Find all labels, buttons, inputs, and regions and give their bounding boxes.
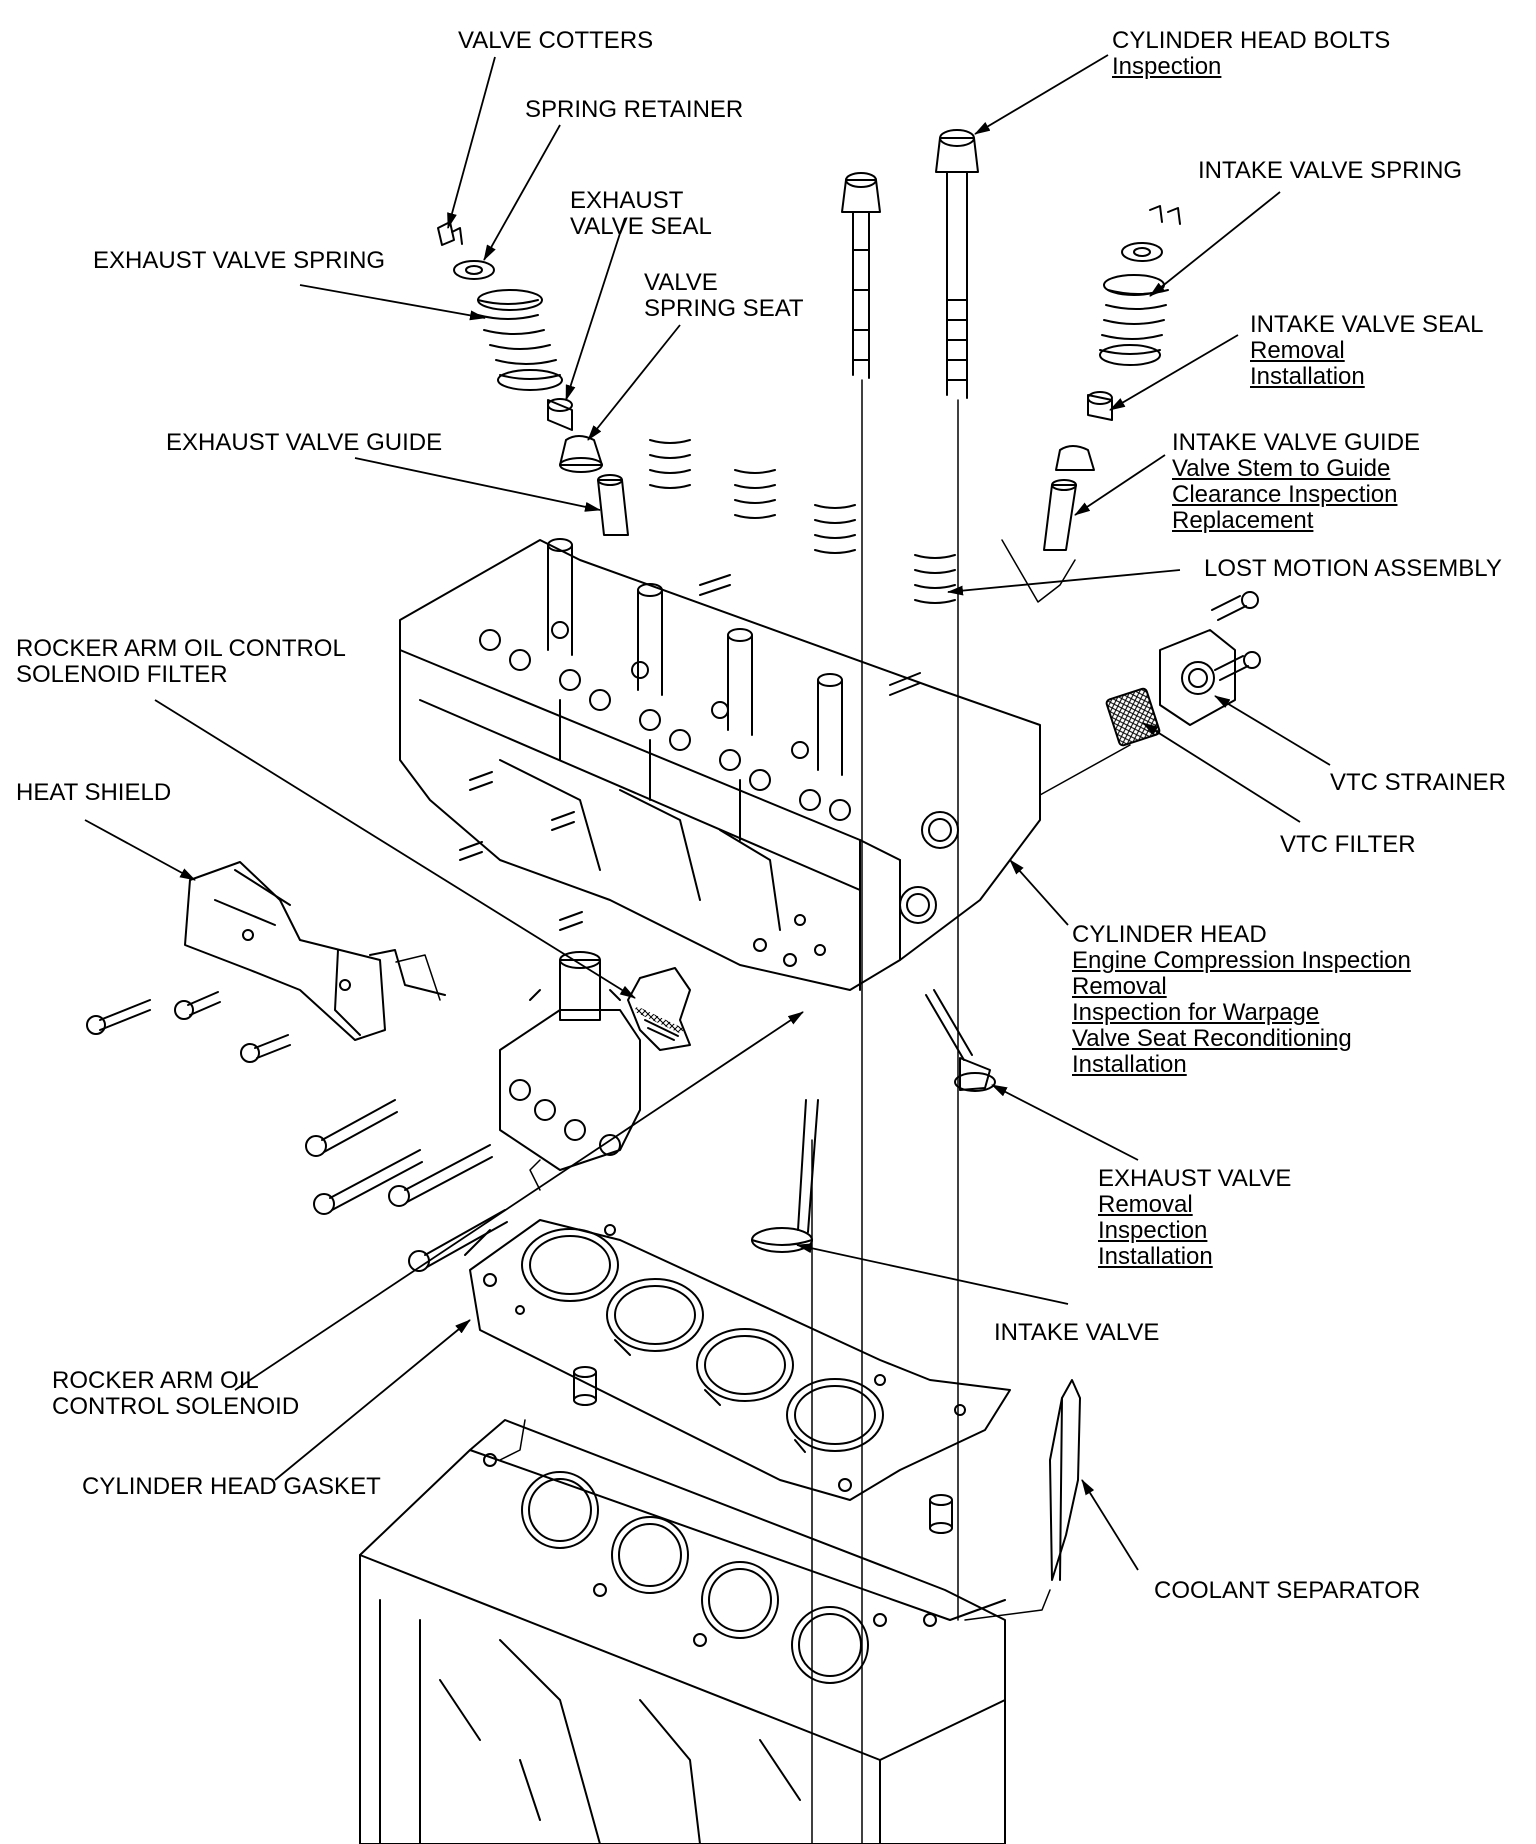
label-title: CYLINDER HEAD BOLTS: [1112, 27, 1391, 54]
label-title: VALVE COTTERS: [458, 27, 654, 54]
link-valve-stem-to-guide[interactable]: Valve Stem to Guide: [1172, 455, 1391, 482]
link-exhaust-valve-removal[interactable]: Removal: [1098, 1191, 1193, 1218]
rocker-arm-oil-control-solenoid: [499, 951, 641, 1171]
exhaust-valve-parts: [437, 221, 956, 604]
label-title: HEAT SHIELD: [16, 779, 172, 806]
alignment-lines: [811, 379, 959, 1844]
label-title: LOST MOTION ASSEMBLY: [1204, 555, 1502, 582]
label-line-2: SOLENOID FILTER: [16, 661, 228, 688]
label-cylinder-head: CYLINDER HEAD Engine Compression Inspect…: [1072, 922, 1411, 1078]
label-heat-shield: HEAT SHIELD: [16, 780, 171, 806]
link-cylinder-head-removal[interactable]: Removal: [1072, 973, 1167, 1000]
link-inspection-for-warpage[interactable]: Inspection for Warpage: [1072, 999, 1320, 1026]
label-title: EXHAUST VALVE: [1098, 1165, 1292, 1192]
cylinder-head-body: [399, 538, 1041, 991]
label-lost-motion-assembly: LOST MOTION ASSEMBLY: [1204, 556, 1502, 582]
label-exhaust-valve-guide: EXHAUST VALVE GUIDE: [166, 430, 442, 456]
label-line-1: ROCKER ARM OIL: [52, 1367, 259, 1394]
coolant-separator: [1049, 1379, 1081, 1581]
label-cylinder-head-gasket: CYLINDER HEAD GASKET: [82, 1474, 381, 1500]
link-intake-valve-seal-installation[interactable]: Installation: [1250, 363, 1365, 390]
label-intake-valve-seal: INTAKE VALVE SEAL Removal Installation: [1250, 312, 1483, 390]
label-line-2: CONTROL SOLENOID: [52, 1393, 300, 1420]
label-coolant-separator: COOLANT SEPARATOR: [1154, 1578, 1420, 1604]
link-intake-valve-seal-removal[interactable]: Removal: [1250, 337, 1345, 364]
heat-shield: [184, 861, 446, 1041]
callout-arrows: [84, 54, 1331, 1571]
label-rocker-arm-oil-control-solenoid: ROCKER ARM OIL CONTROL SOLENOID: [52, 1368, 299, 1420]
label-title: SPRING RETAINER: [525, 96, 744, 123]
label-intake-valve-spring: INTAKE VALVE SPRING: [1198, 158, 1462, 184]
label-exhaust-valve-seal: EXHAUST VALVE SEAL: [570, 188, 712, 240]
link-intake-valve-guide-replacement[interactable]: Replacement: [1172, 507, 1314, 534]
link-exhaust-valve-installation[interactable]: Installation: [1098, 1243, 1213, 1270]
heat-shield-bolts: [86, 991, 291, 1063]
label-spring-retainer: SPRING RETAINER: [525, 97, 743, 123]
solenoid-bolts: [305, 1099, 508, 1272]
label-intake-valve: INTAKE VALVE: [994, 1320, 1159, 1346]
link-clearance-inspection[interactable]: Clearance Inspection: [1172, 481, 1398, 508]
label-title: CYLINDER HEAD: [1072, 921, 1267, 948]
link-valve-seat-reconditioning[interactable]: Valve Seat Reconditioning: [1072, 1025, 1352, 1052]
label-cylinder-head-bolts: CYLINDER HEAD BOLTS Inspection: [1112, 28, 1390, 80]
label-title: INTAKE VALVE GUIDE: [1172, 429, 1421, 456]
link-exhaust-valve-inspection[interactable]: Inspection: [1098, 1217, 1208, 1244]
label-title: COOLANT SEPARATOR: [1154, 1577, 1421, 1604]
label-valve-spring-seat: VALVE SPRING SEAT: [644, 270, 804, 322]
label-title: CYLINDER HEAD GASKET: [82, 1473, 381, 1500]
label-title: VTC STRAINER: [1330, 769, 1507, 796]
dowel-pins: [573, 1366, 953, 1534]
cylinder-head-bolts: [841, 129, 979, 399]
link-engine-compression-inspection[interactable]: Engine Compression Inspection: [1072, 947, 1411, 974]
label-line-2: VALVE SEAL: [570, 213, 712, 240]
label-line-1: VALVE: [644, 269, 718, 296]
label-title: INTAKE VALVE: [994, 1319, 1160, 1346]
label-title: EXHAUST VALVE SPRING: [93, 247, 386, 274]
label-line-2: SPRING SEAT: [644, 295, 804, 322]
label-intake-valve-guide: INTAKE VALVE GUIDE Valve Stem to Guide C…: [1172, 430, 1420, 534]
label-exhaust-valve: EXHAUST VALVE Removal Inspection Install…: [1098, 1166, 1291, 1270]
exhaust-valve: [925, 989, 996, 1092]
reference-leader-lines: [395, 539, 1131, 1621]
vtc-strainer-assembly: [1159, 591, 1261, 726]
label-title: INTAKE VALVE SEAL: [1250, 311, 1484, 338]
cylinder-head-gasket: [464, 1219, 1011, 1501]
label-vtc-filter: VTC FILTER: [1280, 832, 1416, 858]
label-rocker-arm-oil-control-solenoid-filter: ROCKER ARM OIL CONTROL SOLENOID FILTER: [16, 636, 346, 688]
label-vtc-strainer: VTC STRAINER: [1330, 770, 1506, 796]
label-title: EXHAUST VALVE GUIDE: [166, 429, 443, 456]
label-valve-cotters: VALVE COTTERS: [458, 28, 653, 54]
vtc-filter: [1105, 687, 1161, 747]
label-line-1: EXHAUST: [570, 187, 684, 214]
engine-block: [359, 1419, 1006, 1844]
label-title: INTAKE VALVE SPRING: [1198, 157, 1463, 184]
label-title: VTC FILTER: [1280, 831, 1416, 858]
intake-valve-parts: [1043, 205, 1181, 551]
link-cylinder-head-installation[interactable]: Installation: [1072, 1051, 1187, 1078]
intake-valve: [751, 1099, 819, 1253]
link-cylinder-head-bolts-inspection[interactable]: Inspection: [1112, 53, 1222, 80]
rocker-arm-oil-control-solenoid-filter: [627, 967, 691, 1051]
label-line-1: ROCKER ARM OIL CONTROL: [16, 635, 346, 662]
label-exhaust-valve-spring: EXHAUST VALVE SPRING: [93, 248, 385, 274]
